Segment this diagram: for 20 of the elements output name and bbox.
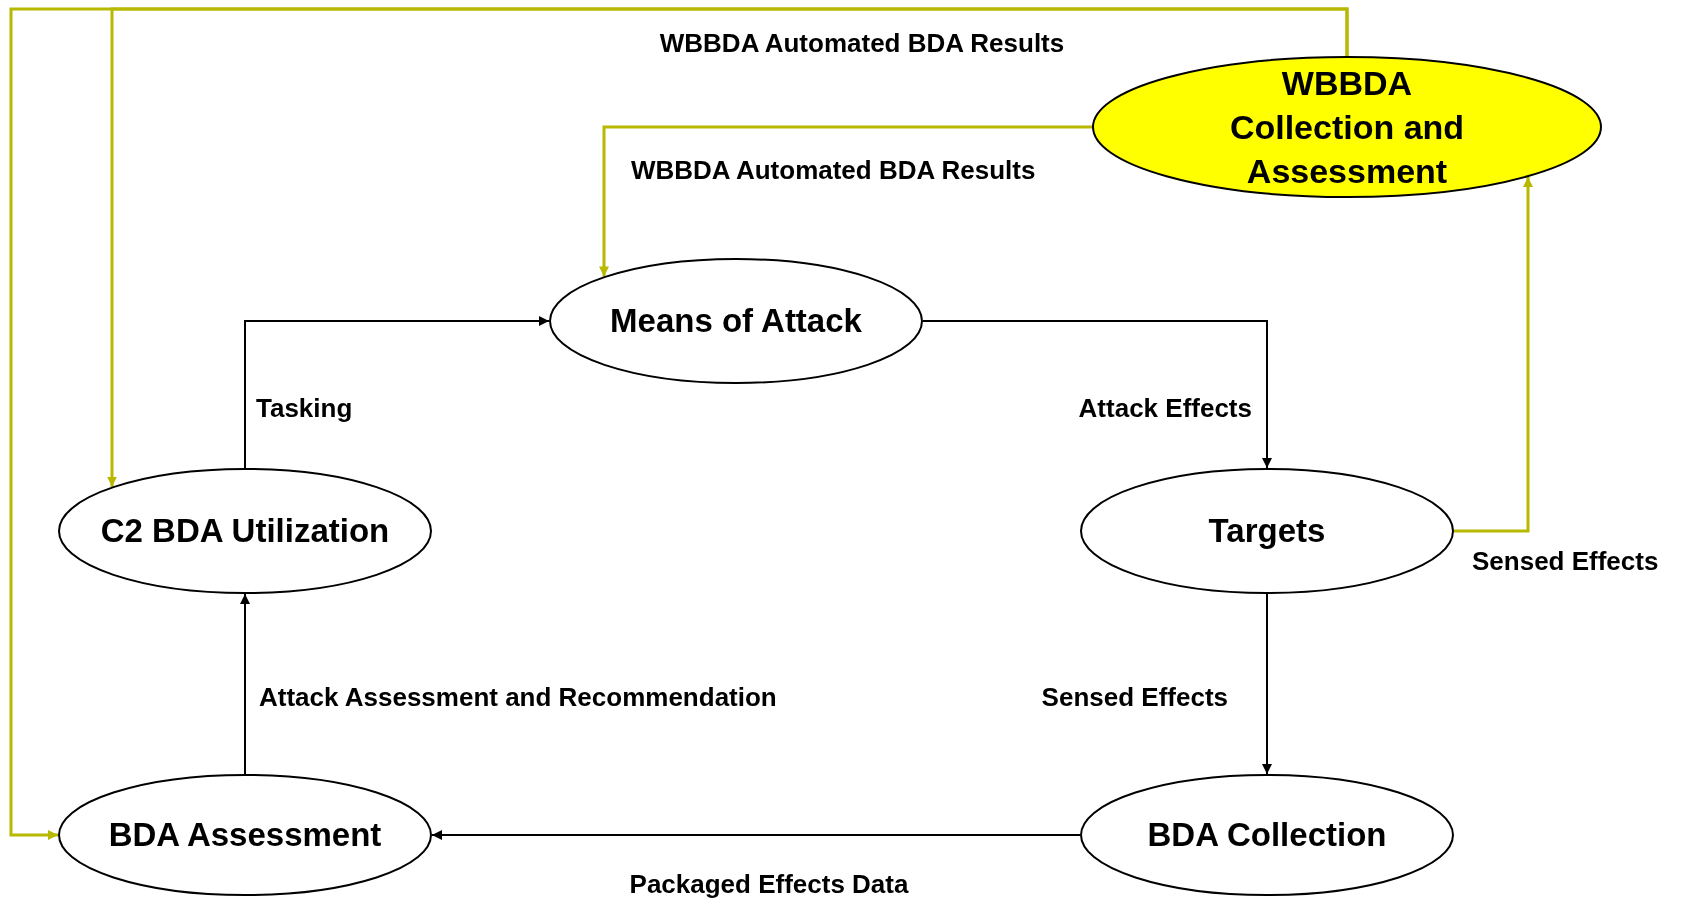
process-ellipse xyxy=(1080,774,1454,896)
arrow xyxy=(9,7,1349,840)
node-label: Targets xyxy=(1208,510,1326,551)
arrow xyxy=(244,316,550,469)
arrow xyxy=(922,320,1272,469)
process-ellipse xyxy=(58,468,432,594)
process-ellipse xyxy=(1080,468,1454,594)
arrow xyxy=(240,593,250,775)
node-label: WBBDA Collection and Assessment xyxy=(1228,62,1466,193)
arrow xyxy=(431,830,1081,840)
node-label: BDA Collection xyxy=(1147,814,1387,855)
process-ellipse xyxy=(58,774,432,896)
process-ellipse xyxy=(1092,56,1602,198)
arrow xyxy=(1262,593,1272,775)
node-label: C2 BDA Utilization xyxy=(100,510,390,551)
arrow xyxy=(1454,177,1533,533)
process-ellipse xyxy=(549,258,923,384)
arrow xyxy=(599,125,1092,277)
node-label: BDA Assessment xyxy=(108,814,382,855)
node-label: Means of Attack xyxy=(610,300,862,341)
